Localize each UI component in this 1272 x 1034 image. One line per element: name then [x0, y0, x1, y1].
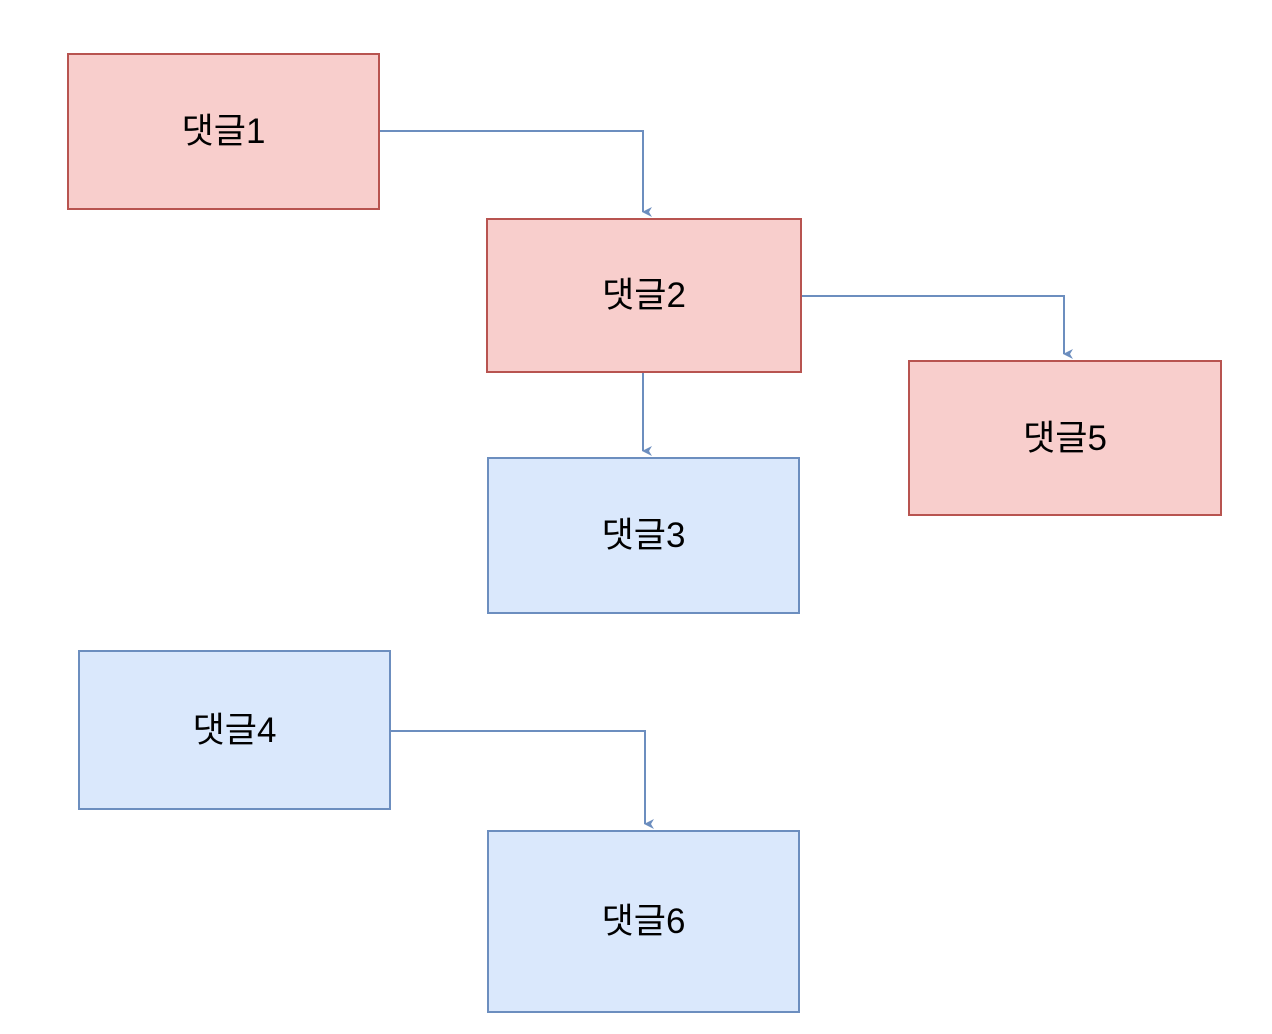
edge-node1-to-node2: [380, 130, 652, 217]
node-label: 댓글1: [181, 112, 266, 151]
node-comment-1[interactable]: 댓글1: [67, 53, 380, 210]
node-label: 댓글4: [192, 710, 277, 750]
node-label: 댓글6: [601, 902, 686, 941]
edge-node2-to-node5: [802, 295, 1073, 359]
node-comment-4[interactable]: 댓글4: [78, 650, 391, 810]
node-label: 댓글2: [602, 276, 686, 315]
edge-node4-to-node6: [391, 730, 654, 829]
node-comment-2[interactable]: 댓글2: [486, 218, 802, 373]
node-comment-6[interactable]: 댓글6: [487, 830, 800, 1013]
node-label: 댓글3: [601, 516, 686, 555]
node-comment-3[interactable]: 댓글3: [487, 457, 800, 614]
node-label: 댓글5: [1023, 418, 1107, 458]
node-comment-5[interactable]: 댓글5: [908, 360, 1222, 516]
